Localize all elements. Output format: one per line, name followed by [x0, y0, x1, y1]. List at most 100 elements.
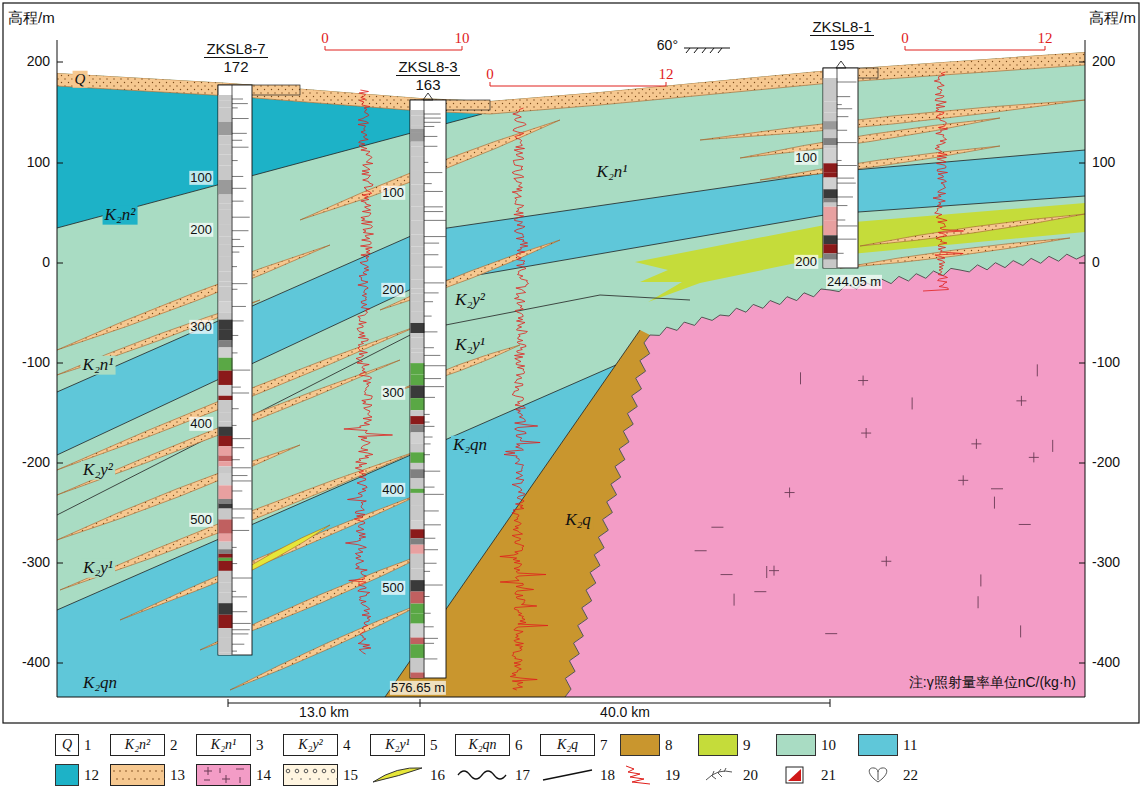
lithology-tick — [232, 530, 249, 531]
lithology-tick — [424, 206, 443, 207]
borehole-marker — [423, 93, 433, 100]
legend-sample-part — [455, 764, 510, 786]
legend-number: 1 — [84, 737, 92, 754]
lithology-tick — [232, 563, 237, 564]
lithology-tick — [424, 426, 434, 427]
lithology-tick — [424, 126, 434, 127]
k2n1-k2y-band — [57, 40, 1085, 697]
lithology-tick — [232, 306, 246, 307]
lithology-tick — [232, 547, 237, 548]
lithology-tick — [424, 220, 446, 221]
lithology-strip — [219, 509, 233, 520]
lithology-strip — [411, 147, 425, 157]
axis-tick — [57, 363, 1085, 364]
legend-number: 14 — [256, 767, 271, 784]
lithology-strip — [219, 95, 233, 101]
legend-swatch — [858, 764, 898, 786]
log-scale-bar — [325, 46, 462, 50]
lithology-strip — [411, 294, 425, 302]
legend-swatch — [455, 764, 510, 786]
lithology-tick — [424, 626, 434, 627]
legend-sample-part — [111, 765, 165, 786]
lithology-strip — [219, 456, 233, 462]
lithology-tick — [424, 347, 434, 348]
lithology-strip — [411, 463, 425, 469]
axis-tick — [57, 163, 1085, 164]
lithology-strip — [219, 558, 233, 561]
granite-bar — [766, 566, 767, 578]
sandstone-lens — [57, 300, 260, 375]
lithology-tick — [424, 538, 435, 539]
legend-swatch — [196, 764, 251, 786]
legend-sample-part — [283, 764, 338, 786]
borehole-name: ZKSL8-1 — [810, 18, 873, 36]
legend-sample-part — [322, 769, 326, 773]
lithology-tick — [424, 414, 430, 415]
legend-code: K₂n¹ — [197, 735, 250, 755]
axis-tick — [57, 663, 1085, 664]
axis-label: 0 — [42, 255, 50, 270]
depth-label: 400 — [189, 417, 213, 431]
lithology-tick — [232, 239, 240, 240]
legend-swatch — [776, 734, 816, 756]
granite-bar — [800, 372, 801, 384]
lithology-strip — [411, 604, 425, 614]
legend-code: Q — [56, 735, 78, 755]
depth-label: 500 — [189, 513, 213, 527]
lithology-tick — [424, 243, 439, 244]
lithology-tick — [424, 397, 435, 398]
lithology-strip — [824, 138, 838, 145]
borehole-name: ZKSL8-3 — [396, 58, 459, 76]
axis-tick — [57, 563, 1085, 564]
lithology-tick — [232, 147, 249, 148]
formation-label: Q — [73, 71, 88, 88]
lithology-strip — [411, 170, 425, 184]
lithology-tick — [232, 611, 247, 612]
lithology-tick — [424, 136, 437, 137]
legend-swatch — [776, 764, 816, 786]
quaternary-cover — [57, 52, 1085, 114]
lithology-strip — [824, 244, 838, 253]
lithology-strip — [411, 469, 425, 478]
log-scale-bar — [905, 46, 1045, 50]
legend-sample-part — [158, 778, 160, 780]
lithology-strip — [219, 485, 233, 499]
lithology-strip — [219, 341, 233, 348]
lithology-strip — [411, 432, 425, 443]
lithology-tick — [424, 114, 441, 115]
legend-sample-part — [125, 770, 127, 772]
lithology-strip — [824, 121, 838, 130]
lithology-tick — [232, 289, 237, 290]
legend-sample-part — [161, 770, 163, 772]
lithology-strip — [411, 416, 425, 424]
legend-swatch — [283, 764, 338, 786]
granite-cross — [861, 428, 871, 438]
legend-sample-part — [113, 770, 115, 772]
lithology-strip — [219, 422, 233, 427]
log-scale-value: 12 — [659, 66, 674, 83]
lithology-tick — [837, 239, 857, 240]
log-scale-bar — [490, 82, 666, 86]
lithology-strip — [219, 427, 233, 436]
legend-swatch: K₂y² — [283, 734, 338, 756]
lithology-tick — [424, 643, 434, 644]
lithology-tick — [424, 563, 437, 564]
lithology-strip — [824, 130, 838, 138]
lithology-tick — [424, 301, 433, 302]
axis-tick — [57, 463, 1085, 464]
lithology-tick — [837, 178, 854, 179]
granite-cross — [1029, 452, 1039, 462]
lithology-tick — [232, 623, 251, 624]
lithology-strip — [219, 436, 233, 446]
lithology-strip — [411, 444, 425, 452]
lithology-tick — [232, 140, 242, 141]
lithology-tick — [232, 103, 248, 104]
lithology-tick — [837, 253, 844, 254]
lithology-strip — [411, 323, 425, 333]
legend-sample-part — [626, 766, 650, 784]
formation-boundary — [57, 196, 1085, 455]
lithology-tick — [424, 282, 444, 283]
legend-sample-part — [149, 770, 151, 772]
formation-boundary — [57, 365, 616, 610]
legend-sample-part — [155, 770, 157, 772]
